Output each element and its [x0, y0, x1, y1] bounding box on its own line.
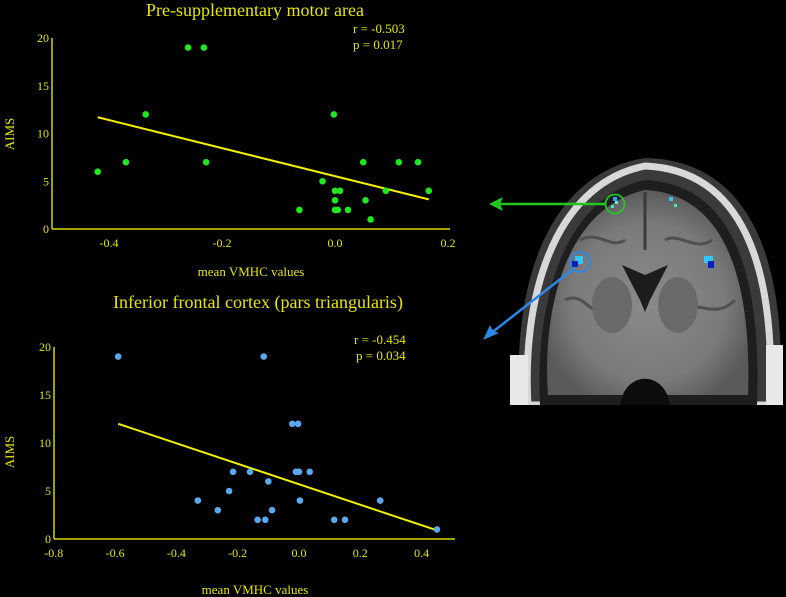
data-points — [114, 353, 441, 533]
x-tick-label: -0.4 — [167, 546, 186, 560]
data-points — [94, 44, 433, 223]
data-point — [260, 353, 268, 360]
data-point — [184, 44, 192, 51]
blue-marker — [483, 251, 591, 340]
r-annotation: r = -0.454 — [354, 332, 406, 347]
y-tick-label: 10 — [37, 127, 49, 141]
x-tick-label: 0.0 — [328, 236, 343, 250]
data-point — [296, 206, 303, 214]
data-point — [425, 187, 433, 195]
data-point — [288, 420, 296, 428]
scatter-chart-ifc: Inferior frontal cortex (pars triangular… — [2, 292, 455, 597]
y-tick-label: 0 — [45, 532, 51, 546]
data-point — [122, 158, 130, 166]
y-tick-label: 20 — [39, 340, 51, 354]
data-point — [382, 187, 390, 195]
data-point — [306, 468, 314, 476]
brain-mri-image — [505, 148, 786, 405]
blue-circle-marker — [569, 251, 591, 273]
x-tick-label: -0.2 — [213, 236, 232, 250]
data-point — [376, 497, 384, 504]
data-point — [114, 353, 122, 360]
x-axis-label: mean VMHC values — [202, 582, 309, 597]
regression-line — [117, 422, 438, 532]
y-tick-label: 15 — [39, 388, 51, 402]
y-tick-labels: 0 5 10 15 20 — [39, 340, 51, 546]
x-tick-label: -0.8 — [44, 546, 63, 560]
green-marker — [489, 193, 626, 215]
blue-arrow-head-icon — [483, 325, 499, 340]
blue-arrow-shaft — [489, 269, 573, 335]
data-point — [331, 197, 339, 204]
data-point — [334, 206, 342, 214]
x-axis-label: mean VMHC values — [198, 264, 305, 279]
data-point — [254, 516, 261, 524]
y-tick-label: 15 — [37, 79, 49, 93]
x-tick-label: 0.4 — [414, 546, 429, 560]
activation-spots — [572, 197, 714, 268]
y-tick-label: 5 — [45, 484, 51, 498]
data-point — [341, 516, 349, 524]
data-point — [395, 158, 403, 166]
x-tick-labels: -0.8 -0.6 -0.4 -0.2 0.0 0.2 0.4 — [44, 546, 429, 560]
data-point — [229, 468, 237, 476]
x-tick-label: -0.6 — [106, 546, 125, 560]
y-tick-label: 10 — [39, 436, 51, 450]
x-tick-label: 0.0 — [292, 546, 307, 560]
p-annotation: p = 0.017 — [353, 37, 403, 52]
data-point — [294, 420, 302, 428]
data-point — [336, 187, 344, 195]
data-point — [330, 516, 338, 524]
p-annotation: p = 0.034 — [356, 348, 406, 363]
data-point — [295, 468, 303, 476]
data-point — [142, 111, 150, 118]
green-circle-marker — [604, 193, 626, 215]
data-point — [331, 187, 339, 195]
data-point — [367, 216, 374, 223]
x-tick-label: -0.4 — [100, 236, 119, 250]
chart-title: Pre-supplementary motor area — [146, 0, 364, 20]
data-point — [296, 497, 304, 504]
data-point — [246, 468, 254, 476]
data-point — [202, 158, 210, 166]
green-arrow-head-icon — [489, 197, 503, 211]
x-tick-label: 0.2 — [353, 546, 368, 560]
data-point — [362, 197, 369, 204]
data-point — [214, 506, 222, 514]
data-point — [433, 526, 441, 533]
regression-line — [97, 116, 430, 201]
data-point — [200, 44, 208, 51]
chart-title: Inferior frontal cortex (pars triangular… — [113, 292, 403, 313]
data-point — [225, 487, 233, 495]
data-point — [414, 158, 422, 166]
data-point — [261, 516, 269, 524]
data-point — [359, 158, 367, 166]
scatter-chart-presma: Pre-supplementary motor area r = -0.503 … — [2, 0, 456, 279]
x-tick-label: -0.2 — [228, 546, 247, 560]
fit-line — [97, 116, 430, 201]
y-tick-label: 20 — [37, 31, 49, 45]
y-tick-labels: 0 5 10 15 20 — [37, 31, 49, 236]
y-axis-label: AIMS — [2, 118, 17, 151]
data-point — [319, 177, 326, 185]
r-annotation: r = -0.503 — [353, 21, 405, 36]
data-point — [344, 206, 352, 214]
y-axis-label: AIMS — [2, 436, 17, 469]
data-point — [194, 497, 202, 504]
data-point — [265, 478, 272, 485]
data-point — [94, 168, 101, 175]
x-tick-labels: -0.4 -0.2 0.0 0.2 — [100, 236, 456, 250]
data-point — [268, 506, 276, 514]
data-point — [330, 111, 338, 118]
x-tick-label: 0.2 — [441, 236, 456, 250]
fit-line — [117, 422, 438, 532]
y-tick-label: 0 — [43, 222, 49, 236]
y-tick-label: 5 — [43, 174, 49, 188]
